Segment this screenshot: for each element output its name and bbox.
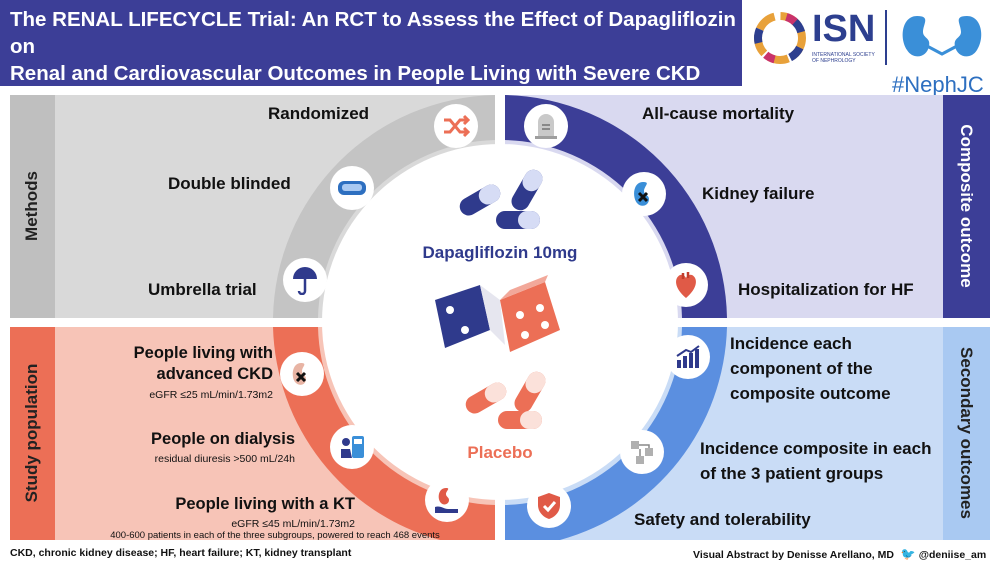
secondary-item1-line-c: composite outcome <box>730 384 891 403</box>
population-label: Study population <box>22 363 41 503</box>
placebo-label: Placebo <box>467 443 533 462</box>
methods-item-umbrella-trial: Umbrella trial <box>148 280 257 299</box>
secondary-item2-line-b: of the 3 patient groups <box>700 464 884 483</box>
hashtag-nephjc: #NephJC <box>892 72 984 97</box>
methods-side-band <box>10 95 55 318</box>
groups-flowchart-icon <box>620 430 664 474</box>
safety-shield-icon <box>527 484 571 528</box>
population-group1-title-line-a: People living with <box>133 344 273 362</box>
tombstone-icon <box>524 104 568 148</box>
secondary-item-incidence-groups: Incidence composite in each of the 3 pat… <box>700 436 931 486</box>
secondary-item-safety: Safety and tolerability <box>634 510 811 529</box>
population-group1-title: People living with advanced CKD <box>118 343 273 385</box>
isn-logo-icon <box>754 12 806 64</box>
header-banner <box>0 0 742 86</box>
twitter-handle[interactable]: @deniise_am <box>918 549 987 561</box>
composite-item-mortality: All-cause mortality <box>642 104 795 123</box>
population-side-band <box>10 327 55 540</box>
population-group2-sub: residual diuresis >500 mL/24h <box>154 453 295 465</box>
population-group1-sub: eGFR ≤25 mL/min/1.73m2 <box>149 389 273 401</box>
kidney-transplant-icon <box>425 478 469 522</box>
dapagliflozin-pills-icon <box>459 169 543 229</box>
secondary-item-incidence-components: Incidence each component of the composit… <box>730 331 891 406</box>
methods-item-randomized: Randomized <box>268 104 370 123</box>
secondary-item1-line-b: component of the <box>730 359 873 378</box>
secondary-item1-line-a: Incidence each <box>730 334 852 353</box>
placebo-pills-icon <box>465 371 546 429</box>
dice-icon <box>435 275 560 352</box>
kidney-failure-icon <box>622 172 666 216</box>
growth-chart-icon <box>666 335 710 379</box>
population-group2-title: People on dialysis <box>151 430 295 448</box>
composite-item-kidney-failure: Kidney failure <box>702 184 815 203</box>
composite-side-band <box>943 95 990 318</box>
goggles-icon <box>330 166 374 210</box>
composite-item-hospitalization: Hospitalization for HF <box>738 280 914 299</box>
secondary-side-band <box>943 327 990 540</box>
kidney-logo-icon <box>902 16 982 57</box>
credit-text: Visual Abstract by Denisse Arellano, MD <box>693 549 894 561</box>
logo-area: ISN INTERNATIONAL SOCIETY OF NEPHROLOGY … <box>742 0 1000 100</box>
secondary-item2-line-a: Incidence composite in each <box>700 439 932 458</box>
shuffle-icon <box>434 104 478 148</box>
methods-label: Methods <box>22 171 41 241</box>
population-group1-title-line-b: advanced CKD <box>156 365 273 383</box>
population-note: 400-600 patients in each of the three su… <box>110 530 440 541</box>
isn-logo-subtitle: INTERNATIONAL SOCIETY OF NEPHROLOGY <box>812 52 875 64</box>
ring-population <box>273 327 495 540</box>
footer-abbreviations: CKD, chronic kidney disease; HF, heart f… <box>10 547 352 559</box>
title-line-2: Renal and Cardiovascular Outcomes in Peo… <box>10 62 701 85</box>
title-line-1: The RENAL LIFECYCLE Trial: An RCT to Ass… <box>10 8 736 58</box>
page-title: The RENAL LIFECYCLE Trial: An RCT to Ass… <box>10 6 740 87</box>
drug-label: Dapagliflozin 10mg <box>422 243 578 262</box>
composite-label: Composite outcome <box>957 124 976 288</box>
methods-item-double-blinded: Double blinded <box>168 174 291 193</box>
dialysis-icon <box>330 425 374 469</box>
population-group3-title: People living with a KT <box>175 495 355 513</box>
logo-divider <box>885 10 887 65</box>
twitter-icon: 🐦 <box>900 547 916 561</box>
footer-credit: Visual Abstract by Denisse Arellano, MD … <box>693 547 986 561</box>
secondary-label: Secondary outcomes <box>957 347 976 519</box>
heart-icon <box>664 263 708 307</box>
diagram-canvas <box>10 95 990 540</box>
umbrella-icon <box>283 258 327 302</box>
isn-logo-text: ISN <box>812 8 876 50</box>
population-group3-sub: eGFR ≤45 mL/min/1.73m2 <box>231 518 355 530</box>
advanced-ckd-icon <box>280 352 324 396</box>
